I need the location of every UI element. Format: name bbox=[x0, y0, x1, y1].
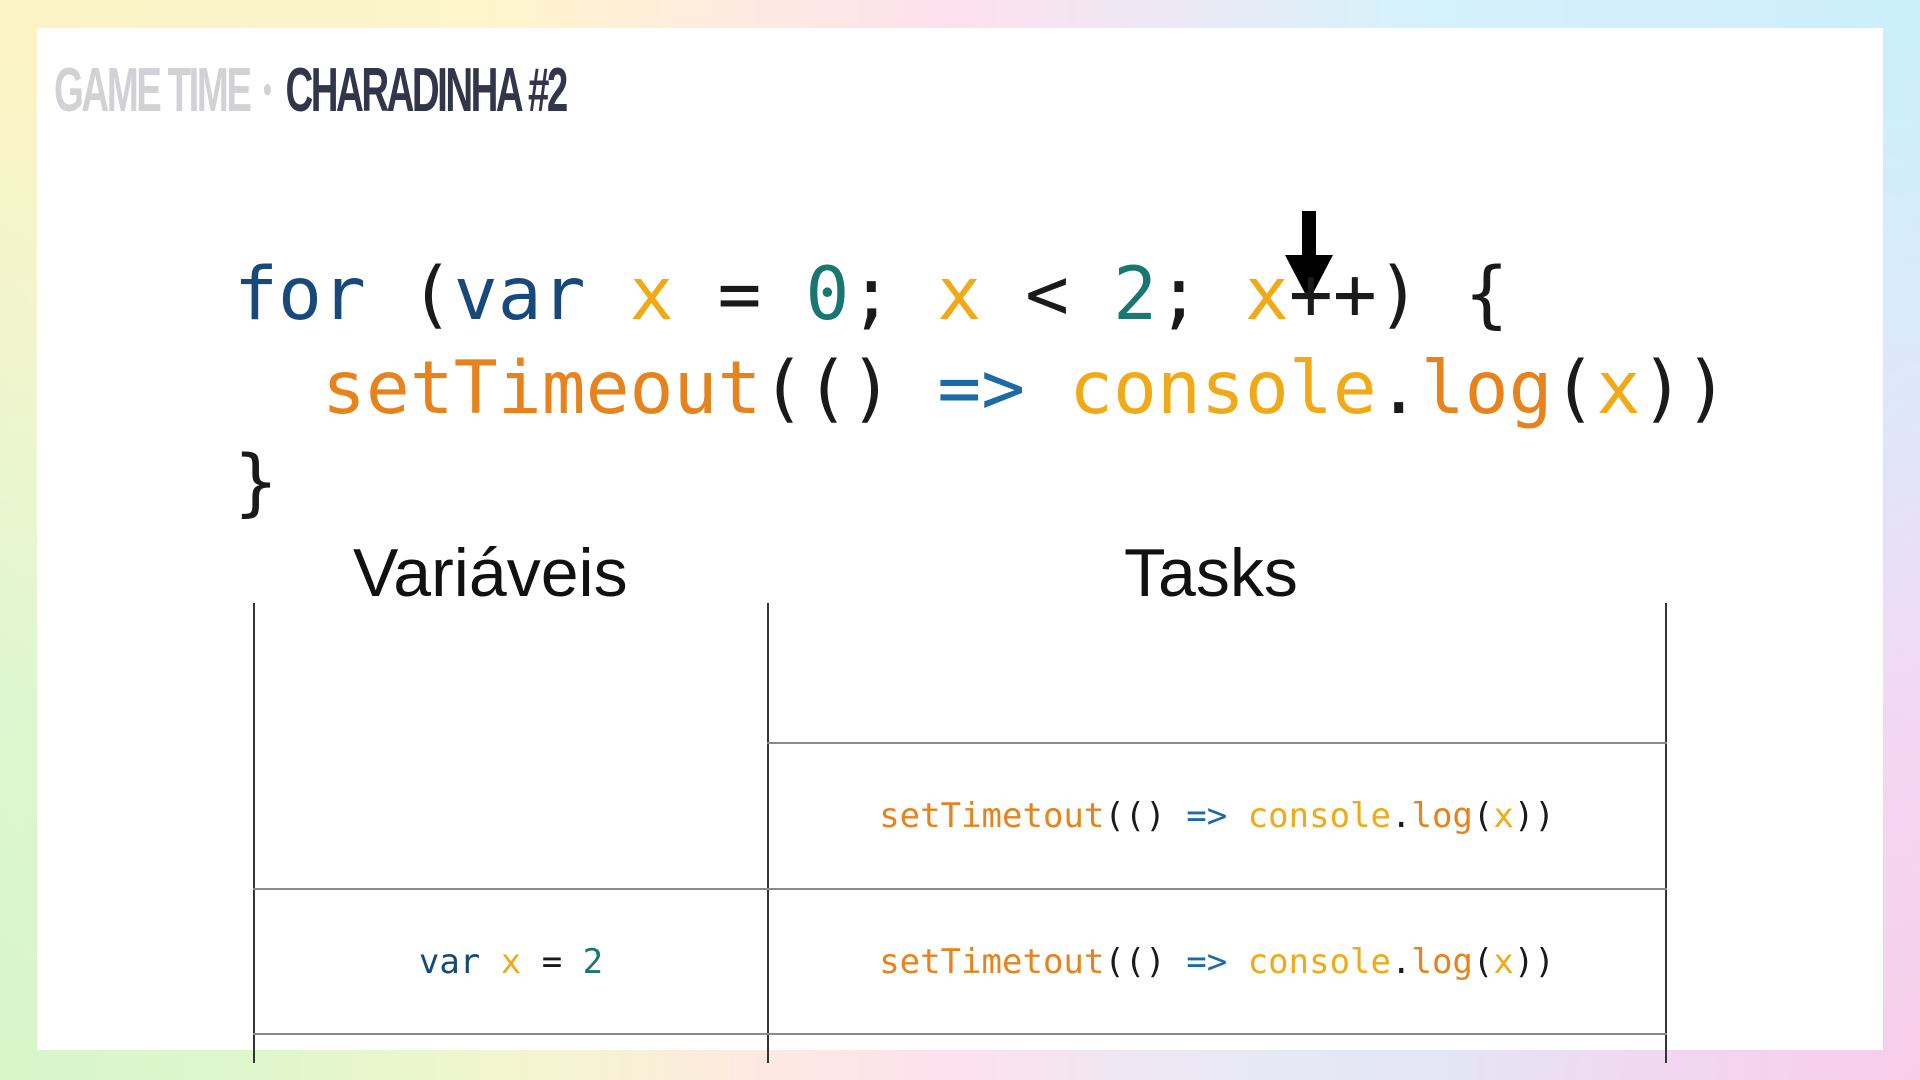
task-token: (() bbox=[1104, 796, 1187, 836]
code-line-1: for (var x = 0; x < 2; x++) { bbox=[234, 248, 1728, 342]
variable-token: = bbox=[521, 942, 583, 982]
task-token: log bbox=[1411, 796, 1473, 836]
variable-token: 2 bbox=[582, 942, 604, 982]
code-token: ; bbox=[849, 252, 938, 337]
code-block: for (var x = 0; x < 2; x++) { setTimeout… bbox=[234, 248, 1728, 530]
code-token: 2 bbox=[1113, 252, 1158, 337]
code-token: ( bbox=[1552, 346, 1597, 431]
task-token: setTimetout bbox=[879, 942, 1105, 982]
slide-header: GAME TIME • CHARADINHA #2 bbox=[54, 50, 568, 130]
header-separator: • bbox=[263, 67, 272, 112]
code-token: for bbox=[234, 252, 366, 337]
task-token: console bbox=[1247, 942, 1391, 982]
code-token bbox=[586, 252, 630, 337]
code-token: < bbox=[981, 252, 1114, 337]
task-token bbox=[1227, 796, 1247, 836]
variables-title: Variáveis bbox=[353, 535, 628, 611]
code-token: x bbox=[1244, 252, 1289, 337]
task-token: )) bbox=[1513, 796, 1555, 836]
tasks-title: Tasks bbox=[1124, 535, 1298, 611]
code-token: . bbox=[1376, 346, 1421, 431]
task-item: setTimetout(() => console.log(x)) bbox=[769, 890, 1665, 1034]
task-token: => bbox=[1186, 796, 1228, 836]
variable-token: var bbox=[418, 942, 481, 982]
code-token bbox=[1025, 346, 1069, 431]
code-token: x bbox=[629, 252, 674, 337]
code-token: )) bbox=[1640, 346, 1729, 431]
task-token: ( bbox=[1472, 796, 1494, 836]
code-token: ; bbox=[1157, 252, 1245, 337]
code-token: = bbox=[673, 252, 806, 337]
code-token: ( bbox=[365, 252, 454, 337]
divider-wall bbox=[767, 603, 769, 1063]
row-separator-middle bbox=[253, 888, 1667, 890]
variable-token: x bbox=[500, 942, 522, 982]
variable-item: var x = 2 bbox=[255, 890, 767, 1034]
variables-left-wall bbox=[253, 603, 255, 1063]
code-token: x bbox=[937, 252, 982, 337]
task-token: console bbox=[1247, 796, 1391, 836]
code-token: var bbox=[453, 252, 586, 337]
task-token: )) bbox=[1513, 942, 1555, 982]
code-line-2: setTimeout(() => console.log(x)) bbox=[234, 342, 1728, 436]
task-token: => bbox=[1186, 942, 1228, 982]
task-token bbox=[1227, 942, 1247, 982]
code-token bbox=[234, 346, 322, 431]
code-token: log bbox=[1420, 346, 1553, 431]
code-token: console bbox=[1069, 346, 1377, 431]
task-token: x bbox=[1493, 796, 1514, 836]
code-token: } bbox=[234, 440, 278, 525]
task-token: . bbox=[1390, 796, 1412, 836]
code-token: (() bbox=[761, 346, 938, 431]
task-item: setTimetout(() => console.log(x)) bbox=[769, 744, 1665, 888]
header-title: CHARADINHA #2 bbox=[285, 55, 568, 125]
code-token: setTimeout bbox=[321, 346, 762, 431]
code-token: ++) { bbox=[1288, 252, 1509, 337]
task-token: ( bbox=[1472, 942, 1494, 982]
header-section: GAME TIME bbox=[54, 55, 252, 125]
tasks-row-separator-top bbox=[767, 742, 1667, 744]
code-line-3: } bbox=[234, 436, 1728, 530]
variable-token bbox=[480, 942, 500, 982]
task-token: log bbox=[1411, 942, 1473, 982]
task-token: setTimetout bbox=[879, 796, 1105, 836]
task-token: (() bbox=[1104, 942, 1187, 982]
task-token: . bbox=[1390, 942, 1412, 982]
code-token: 0 bbox=[805, 252, 850, 337]
code-token: => bbox=[937, 346, 1026, 431]
slide: GAME TIME • CHARADINHA #2 for (var x = 0… bbox=[37, 28, 1883, 1063]
task-token: x bbox=[1493, 942, 1514, 982]
diagram-bottom-line bbox=[253, 1033, 1667, 1035]
code-token: x bbox=[1596, 346, 1641, 431]
tasks-right-wall bbox=[1665, 603, 1667, 1063]
arrow-down-icon bbox=[1285, 211, 1333, 301]
